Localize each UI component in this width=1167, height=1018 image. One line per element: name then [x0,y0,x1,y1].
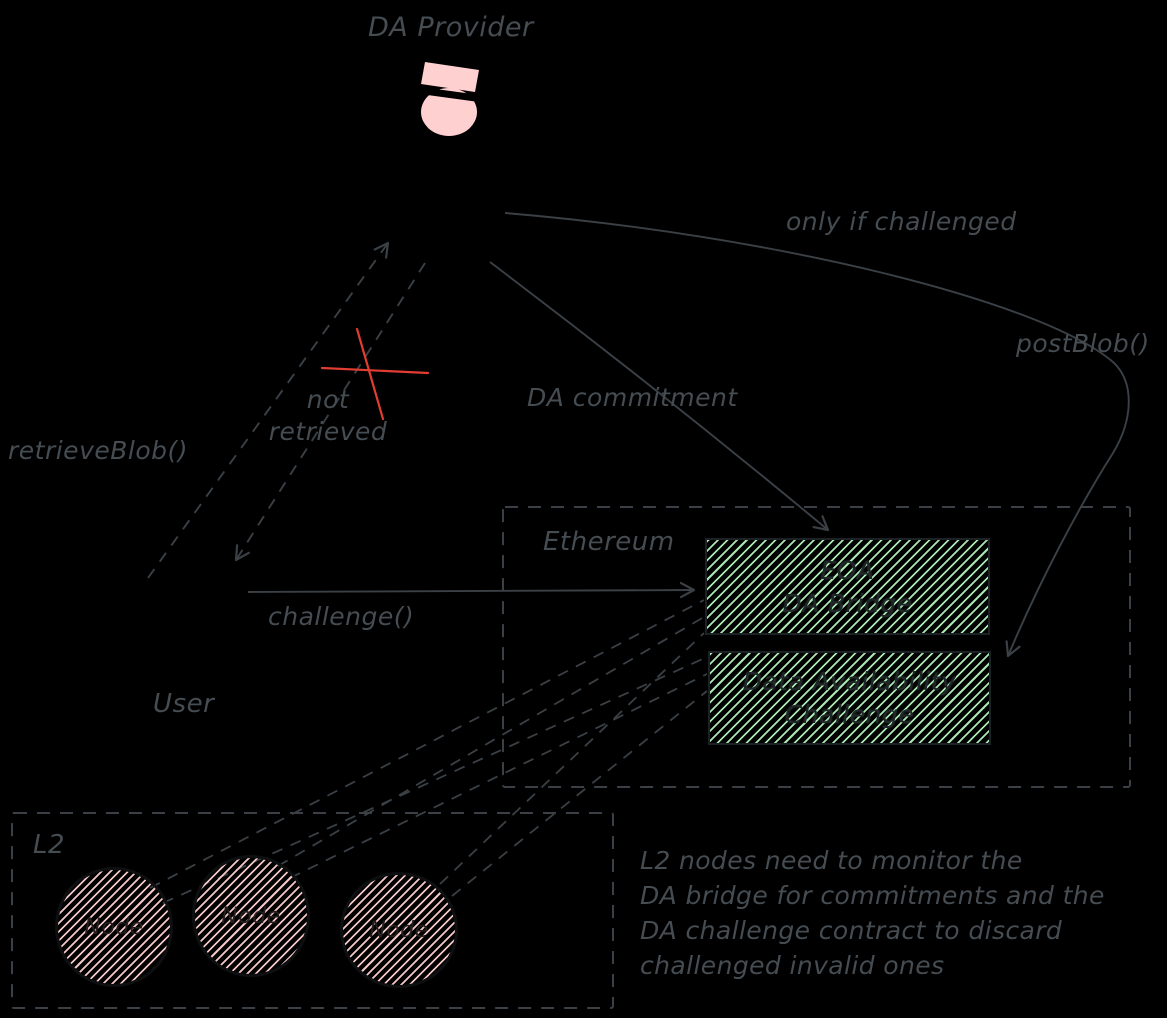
provider-hat [421,62,479,92]
note-line-2: DA bridge for commitments and the [640,881,1105,910]
retrieveblob-arrow [147,241,390,579]
da-bridge-line2: DA Bridge [782,588,913,618]
cross-stroke-steep [355,327,385,421]
only-if-challenged-label: only if challenged [786,207,1017,236]
da-provider-label: DA Provider [368,12,534,43]
l2-node-1-label: Node [84,914,144,940]
challenge-arrow [247,581,696,599]
monitor-line-n2-challenge [289,673,708,879]
not-retrieved-line2: retrieved [268,417,388,446]
l2-node-3-label: Node [369,917,429,943]
ethereum-box-border [502,506,1131,788]
not-retrieved-cross [320,327,430,421]
da-challenge-box: Data Availability Challenge [708,651,991,745]
postblob-arrow [504,212,1130,658]
monitoring-lines [149,599,708,904]
note-line-4: challenged invalid ones [640,951,945,980]
da-commitment-arrow [489,261,830,532]
not-retrieved-line1: not [306,385,350,414]
l2-node-3: Node [340,872,458,988]
note-line-1: L2 nodes need to monitor the [640,846,1023,875]
postblob-label: postBlob() [1016,329,1150,358]
monitor-line-n3-challenge [451,690,708,897]
da-challenge-line1: Data Availability [742,667,957,696]
l2-node-2: Node [192,855,310,977]
l2-box-border [11,812,614,1009]
provider-head [421,88,477,136]
note-line-3: DA challenge contract to discard [640,916,1063,945]
challenge-label: challenge() [268,602,415,631]
l2-node-1: Node [55,867,173,987]
l2-label: L2 [33,830,66,860]
da-bridge-line1: EOA [820,555,875,585]
da-challenge-line2: Challenge [784,700,915,729]
da-commitment-label: DA commitment [527,383,738,412]
monitor-line-n2-bridge [277,616,705,867]
retrieveblob-label: retrieveBlob() [8,436,189,465]
monitoring-note: L2 nodes need to monitor the DA bridge f… [640,843,1105,983]
ethereum-label: Ethereum [543,527,675,557]
user-label: User [153,689,215,719]
monitor-line-n3-bridge [439,632,705,885]
da-provider-icon [416,62,484,136]
not-retrieved-label: not retrieved [258,384,398,448]
l2-node-2-label: Node [221,903,281,929]
monitor-line-n1-bridge [149,599,705,889]
da-bridge-box: EOA DA Bridge [705,538,990,635]
provider-hat-band [416,86,484,103]
cross-stroke-flat [320,366,430,375]
